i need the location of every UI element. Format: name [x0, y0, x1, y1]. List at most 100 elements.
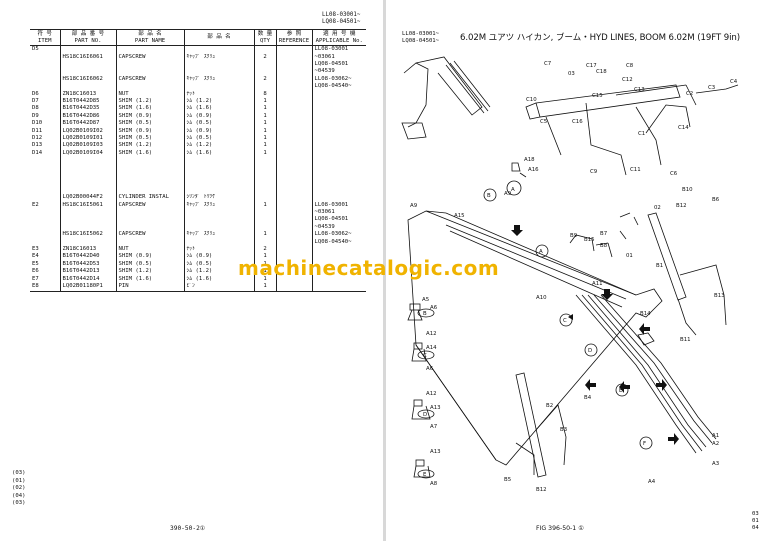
- cell-part-no: [59, 209, 116, 217]
- label-c13: C13: [634, 87, 645, 93]
- label-a16: A16: [528, 167, 539, 173]
- cell-qty: [253, 157, 276, 165]
- cell-reference: [275, 172, 312, 180]
- label-b4: B4: [584, 395, 592, 401]
- cell-applicable: LL08-03001: [311, 45, 366, 54]
- label-b12b: B12: [536, 487, 547, 493]
- cell-part-name-jp: ｼﾑ (1.6): [183, 275, 254, 284]
- cell-item: D7: [32, 98, 39, 105]
- figure-revision-codes: 03 01 04: [752, 511, 759, 531]
- cell-item: [30, 54, 60, 61]
- cell-part-name-jp: ｼﾑ (0.9): [183, 112, 254, 121]
- cell-part-name: SHIM (0.5): [115, 260, 184, 269]
- cell-qty: [253, 238, 276, 247]
- label-a10: A10: [536, 295, 547, 301]
- label-b8: B8: [600, 243, 608, 249]
- callout-f: F: [643, 441, 646, 447]
- figure-number: FIG 396-50-1 ①: [536, 525, 584, 532]
- cell-reference: [275, 194, 312, 202]
- cell-qty: 1: [253, 98, 276, 106]
- cell-qty: 1: [253, 260, 276, 269]
- label-c16: C16: [572, 119, 583, 125]
- table-row: ~04539: [30, 68, 366, 76]
- watermark: machinecatalogic.com: [238, 256, 500, 280]
- cell-part-name-jp: [183, 164, 254, 173]
- cell-part-no: LQ02B01180P1: [59, 283, 116, 292]
- cell-reference: [275, 53, 312, 61]
- cell-qty: [253, 216, 276, 224]
- cell-item: D9: [32, 112, 39, 119]
- label-c3: C3: [708, 85, 715, 91]
- label-b5: B5: [504, 477, 511, 483]
- flow-arrows: [511, 225, 679, 445]
- cell-applicable: LL08-03001: [311, 201, 366, 210]
- label-c6: C6: [670, 171, 678, 177]
- table-row: [30, 157, 366, 165]
- cell-applicable: [311, 268, 366, 276]
- cell-item: [30, 194, 60, 201]
- cell-item: [30, 187, 60, 194]
- cell-part-name-jp: [183, 238, 254, 247]
- cell-part-no: [59, 179, 116, 187]
- callout-a: A: [539, 249, 543, 255]
- cell-applicable: LL08-03062~: [311, 231, 366, 239]
- cell-part-name-jp: ｼﾑ (1.2): [183, 98, 254, 106]
- cell-applicable: LL08-03062~: [311, 75, 366, 84]
- table-row: LQ08-04540~: [30, 238, 366, 247]
- label-a13b: A13: [430, 449, 441, 455]
- cell-qty: 1: [253, 120, 276, 128]
- boom-cylinder-upper: [525, 84, 739, 176]
- cell-item: D6: [32, 90, 39, 97]
- cell-applicable: [311, 246, 366, 254]
- label-c12: C12: [622, 77, 633, 83]
- cell-part-name: SHIM (1.6): [115, 275, 184, 284]
- cell-applicable: [311, 112, 366, 121]
- cell-item: E6: [32, 268, 39, 275]
- label-b15: B15: [584, 237, 595, 243]
- cell-part-no: [59, 157, 116, 165]
- page-number: 390-50-2①: [170, 525, 206, 532]
- label-a9-top: A9: [504, 191, 512, 197]
- cell-applicable: [311, 194, 366, 202]
- cell-item: E8: [30, 283, 60, 292]
- cell-part-name: [115, 186, 184, 195]
- cell-applicable: ~04539: [311, 68, 366, 76]
- cell-part-name-jp: ｼﾑ (1.6): [183, 105, 254, 113]
- cell-part-name-jp: [183, 216, 254, 224]
- cell-part-name-jp: [183, 68, 254, 76]
- label-n03: 03: [568, 71, 575, 77]
- cell-part-name-jp: ｼﾑ (0.5): [183, 260, 254, 269]
- cell-reference: [275, 216, 312, 224]
- cell-item: E5: [32, 260, 39, 267]
- label-c7: C7: [544, 61, 551, 67]
- table-row: ~04539: [30, 223, 366, 232]
- cell-reference: [275, 157, 312, 165]
- cell-reference: [275, 260, 312, 269]
- cell-part-no: [59, 223, 116, 232]
- cell-item: E2: [32, 201, 39, 208]
- cell-part-name: [115, 45, 184, 54]
- cell-item: [30, 179, 60, 186]
- cell-part-name-jp: ｷｬｯﾌﾟ ｽｸﾘｭ: [183, 201, 254, 210]
- cell-part-name: NUT: [115, 90, 184, 99]
- cell-part-no: [59, 172, 116, 180]
- cell-part-name-jp: [183, 172, 254, 180]
- cell-part-no: LQ02B00044F2: [59, 194, 116, 202]
- cell-part-name-jp: [183, 157, 254, 165]
- cell-qty: [253, 223, 276, 232]
- cell-qty: 1: [253, 283, 276, 292]
- label-a8: A8: [430, 481, 438, 487]
- table-row: [30, 164, 366, 173]
- callout-c: C: [563, 318, 567, 324]
- cell-reference: [275, 98, 312, 106]
